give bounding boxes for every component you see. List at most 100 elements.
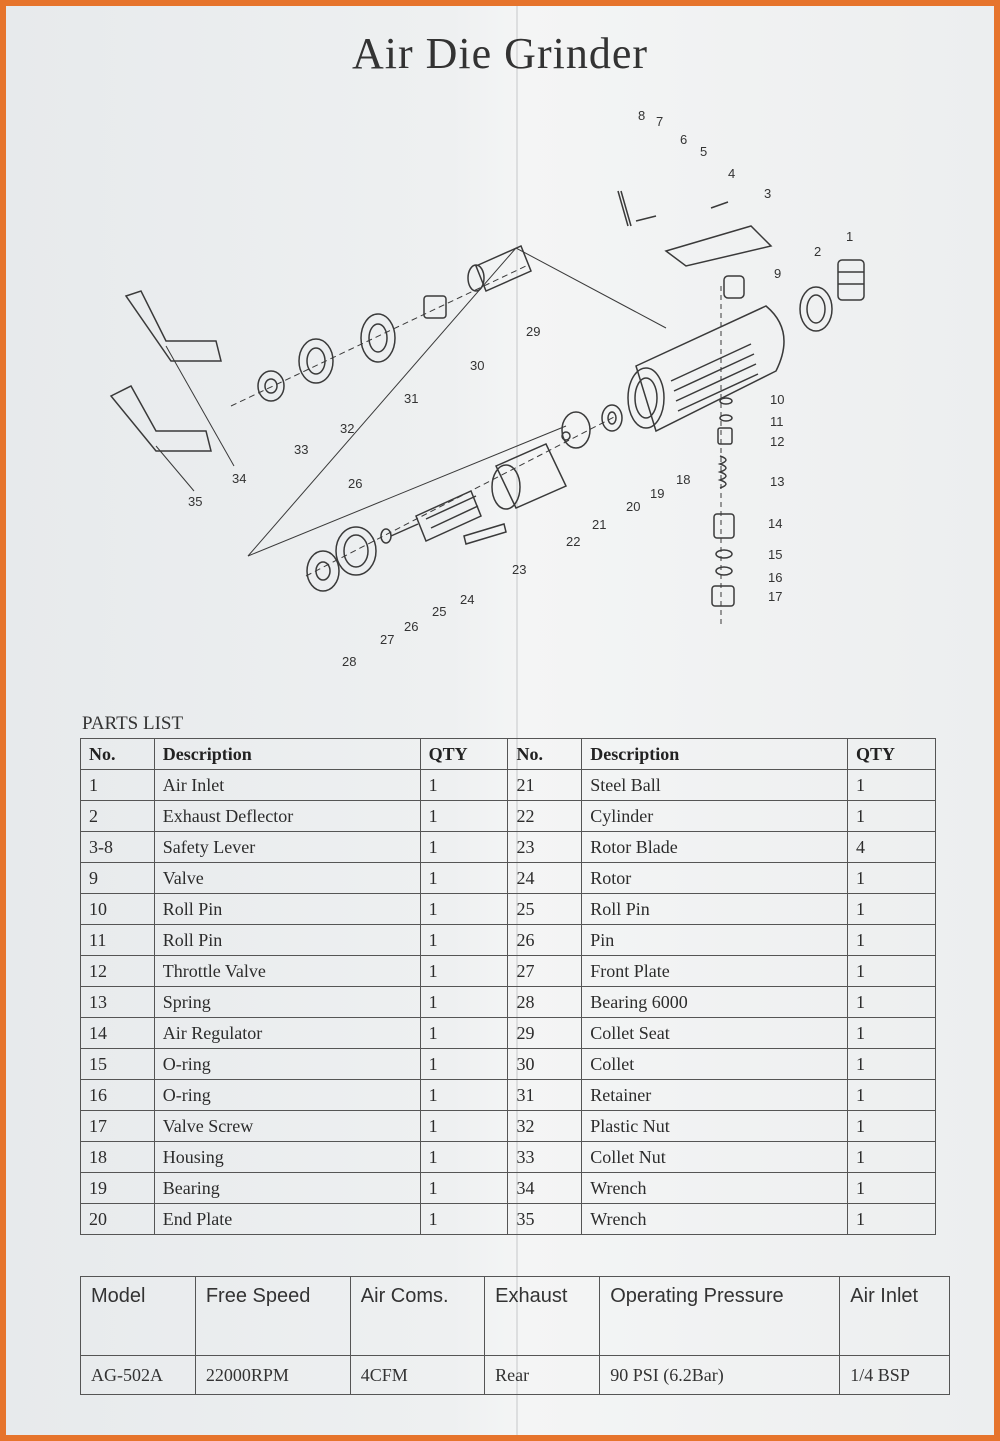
- part-qty-left: 1: [419, 862, 509, 894]
- callout-29: 29: [526, 324, 540, 339]
- part-description-right: Steel Ball: [581, 769, 849, 801]
- callout-25: 25: [432, 604, 446, 619]
- part-description-left: Air Inlet: [153, 769, 421, 801]
- callout-5: 5: [700, 144, 707, 159]
- part-no-left: 2: [80, 800, 155, 832]
- header-qty-left: QTY: [419, 738, 509, 770]
- part-description-right: Retainer: [581, 1079, 849, 1111]
- part-qty-right: 1: [847, 1141, 936, 1173]
- callout-35: 35: [188, 494, 202, 509]
- part-description-left: Valve: [153, 862, 421, 894]
- part-qty-right: 1: [847, 955, 936, 987]
- spec-header-free-speed: Free Speed: [194, 1276, 351, 1356]
- callout-33: 33: [294, 442, 308, 457]
- part-no-right: 24: [507, 862, 583, 894]
- part-description-right: Rotor: [581, 862, 849, 894]
- spec-exhaust: Rear: [484, 1355, 601, 1395]
- spec-header-operating-pressure: Operating Pressure: [599, 1276, 841, 1356]
- part-no-left: 20: [80, 1203, 155, 1235]
- part-description-left: O-ring: [153, 1048, 421, 1080]
- exploded-parts-diagram: 1 2 3 4 5 6 7 8 9 10 11 12 13 14 15 16 1…: [6, 96, 994, 696]
- spec-header-exhaust: Exhaust: [484, 1276, 601, 1356]
- part-description-left: Roll Pin: [153, 924, 421, 956]
- part-qty-left: 1: [419, 893, 509, 925]
- part-qty-right: 4: [847, 831, 936, 863]
- callout-7: 7: [656, 114, 663, 129]
- part-qty-left: 1: [419, 1079, 509, 1111]
- part-no-right: 21: [507, 769, 583, 801]
- part-no-right: 29: [507, 1017, 583, 1049]
- manual-page: Air Die Grinder: [6, 6, 994, 1435]
- part-description-right: Roll Pin: [581, 893, 849, 925]
- part-description-left: Throttle Valve: [153, 955, 421, 987]
- part-description-right: Wrench: [581, 1172, 849, 1204]
- part-description-left: Exhaust Deflector: [153, 800, 421, 832]
- callout-20: 20: [626, 499, 640, 514]
- part-qty-right: 1: [847, 924, 936, 956]
- part-no-left: 13: [80, 986, 155, 1018]
- header-description-left: Description: [153, 738, 421, 770]
- part-no-right: 32: [507, 1110, 583, 1142]
- part-no-left: 3-8: [80, 831, 155, 863]
- part-no-left: 14: [80, 1017, 155, 1049]
- part-description-right: Front Plate: [581, 955, 849, 987]
- part-qty-left: 1: [419, 1110, 509, 1142]
- callout-14: 14: [768, 516, 782, 531]
- callout-30: 30: [470, 358, 484, 373]
- callout-28: 28: [342, 654, 356, 669]
- callout-32: 32: [340, 421, 354, 436]
- spec-air-coms: 4CFM: [349, 1355, 486, 1395]
- spec-header-air-inlet: Air Inlet: [839, 1276, 950, 1356]
- part-no-right: 33: [507, 1141, 583, 1173]
- callout-31: 31: [404, 391, 418, 406]
- part-description-left: Roll Pin: [153, 893, 421, 925]
- part-no-right: 30: [507, 1048, 583, 1080]
- part-description-left: Spring: [153, 986, 421, 1018]
- part-qty-left: 1: [419, 924, 509, 956]
- part-qty-right: 1: [847, 1172, 936, 1204]
- header-no-left: No.: [80, 738, 155, 770]
- exploded-view-drawing: 1 2 3 4 5 6 7 8 9 10 11 12 13 14 15 16 1…: [109, 108, 865, 669]
- callout-27: 27: [380, 632, 394, 647]
- part-no-right: 22: [507, 800, 583, 832]
- part-no-left: 17: [80, 1110, 155, 1142]
- callout-23: 23: [512, 562, 526, 577]
- part-description-right: Bearing 6000: [581, 986, 849, 1018]
- part-qty-left: 1: [419, 831, 509, 863]
- part-no-left: 15: [80, 1048, 155, 1080]
- header-no-right: No.: [507, 738, 583, 770]
- part-no-right: 27: [507, 955, 583, 987]
- part-qty-right: 1: [847, 1079, 936, 1111]
- part-qty-left: 1: [419, 769, 509, 801]
- part-description-right: Cylinder: [581, 800, 849, 832]
- part-description-right: Collet Nut: [581, 1141, 849, 1173]
- part-no-left: 10: [80, 893, 155, 925]
- callout-9: 9: [774, 266, 781, 281]
- part-qty-left: 1: [419, 800, 509, 832]
- part-description-left: Valve Screw: [153, 1110, 421, 1142]
- part-description-left: End Plate: [153, 1203, 421, 1235]
- specs-header-row: Model Free Speed Air Coms. Exhaust Opera…: [80, 1276, 950, 1356]
- page-title: Air Die Grinder: [351, 29, 648, 78]
- callout-22: 22: [566, 534, 580, 549]
- part-qty-right: 1: [847, 1048, 936, 1080]
- spec-header-air-coms: Air Coms.: [349, 1276, 486, 1356]
- part-no-right: 23: [507, 831, 583, 863]
- spec-free-speed: 22000RPM: [194, 1355, 351, 1395]
- part-qty-right: 1: [847, 862, 936, 894]
- callout-18: 18: [676, 472, 690, 487]
- header-description-right: Description: [581, 738, 849, 770]
- part-qty-right: 1: [847, 1017, 936, 1049]
- part-no-right: 26: [507, 924, 583, 956]
- part-description-left: Air Regulator: [153, 1017, 421, 1049]
